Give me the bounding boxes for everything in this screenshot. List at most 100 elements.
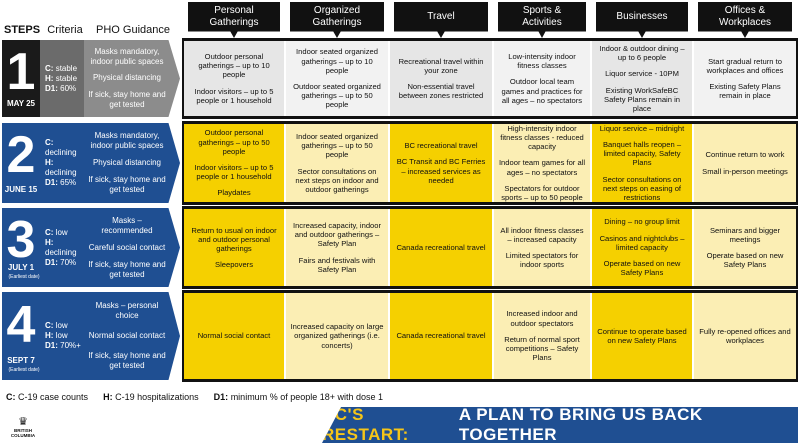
criteria-value: declining [45,148,77,157]
pho-guidance-item: If sick, stay home and get tested [88,259,166,279]
criteria-line: H: declining [45,158,84,178]
criteria-key: C: [45,63,54,73]
rule-item: Non-essential travel between zones restr… [398,82,484,101]
rule-item: Outdoor seated organized gatherings – up… [293,82,381,110]
rule-item: Start gradual return to workplaces and o… [706,56,784,75]
rule-item: Increased capacity, indoor and outdoor g… [292,220,382,249]
pho-guidance-item: If sick, stay home and get tested [88,351,166,370]
step-number: 2 [6,126,36,185]
step-row-frame [182,38,798,119]
rule-item: Outdoor personal gatherings – up to 50 p… [198,128,270,156]
rule-item: Operate based on new Safety Plans [603,259,681,278]
criteria-line: C: low [45,228,84,238]
pho-guidance-item: Masks – recommended [101,215,153,235]
pho-guidance-item: Physical distancing [92,157,162,167]
step-number: 1 [6,43,36,102]
rule-item: Canada recreational travel [396,331,486,341]
rule-cell: BC recreational travel BC Transit and BC … [390,124,492,202]
category-header: Organized Gatherings [290,2,384,38]
rule-item: Small in-person meetings [702,166,788,176]
criteria-value: low [55,227,68,237]
rule-cell: Return to usual on indoor and outdoor pe… [184,209,284,286]
step-date: SEPT 7 [7,356,35,365]
step-number: 4 [6,296,36,355]
rule-cell: Indoor seated organized gatherings – up … [286,124,388,202]
criteria-key: D1: [45,178,58,187]
rule-item: Indoor visitors – up to 5 people or 1 ho… [194,163,274,182]
category-header: Businesses [596,2,688,38]
rule-cell: All indoor fitness classes – increased c… [494,209,590,286]
logo-text: BRITISH COLUMBIA [10,428,36,438]
rule-cell: High-intensity indoor fitness classes - … [494,124,590,202]
banner-text: A PLAN TO BRING US BACK TOGETHER [458,405,703,444]
criteria-line: C: stable [45,64,84,74]
criteria-value: 60% [60,83,77,93]
legend-h-key: H: [103,392,113,402]
criteria-line: H: stable [45,74,84,84]
restart-banner: BC'S RESTART: A PLAN TO BRING US BACK TO… [322,407,798,443]
category-header: Travel [394,2,488,38]
step-date: MAY 25 [6,99,36,108]
rule-item: Indoor seated organized gatherings – up … [296,131,378,160]
criteria-value: 70%+ [60,341,81,350]
rule-item: Indoor seated organized gatherings – up … [296,47,378,75]
rule-item: Sector consultations on next steps on ea… [602,174,682,203]
rule-cell: Indoor seated organized gatherings – up … [286,41,388,116]
step-row-frame [182,206,798,289]
pho-guidance-item: If sick, stay home and get tested [88,89,166,109]
step-date-note: (Earliest date) [8,274,40,280]
criteria-line: H: low [45,331,84,341]
legend: C: C-19 case counts H: C-19 hospitalizat… [6,392,383,402]
criteria-key: H: [45,237,54,247]
rule-item: Canada recreational travel [396,242,486,252]
rule-item: Return to usual on indoor and outdoor pe… [191,225,277,253]
rule-item: Fairs and festivals with Safety Plan [298,255,376,274]
pho-guidance-item: Physical distancing [92,73,162,83]
criteria-line: H: declining [45,238,84,258]
rule-item: BC Transit and BC Ferries – increased se… [396,157,486,185]
rule-cell: Outdoor personal gatherings – up to 50 p… [184,124,284,202]
pho-guidance-item: Careful social contact [88,242,166,252]
criteria-key: C: [45,321,54,330]
rule-cell: Continue to operate based on new Safety … [592,293,692,379]
step-row-frame [182,290,798,382]
rule-cell: Start gradual return to workplaces and o… [694,41,796,116]
legend-h-text: C-19 hospitalizations [115,392,199,402]
criteria-value: 65% [60,178,77,187]
banner-accent: BC'S RESTART: [322,405,409,444]
legend-d1-text: minimum % of people 18+ with dose 1 [230,392,384,402]
rule-item: Fully re-opened offices and workplaces [699,326,791,345]
rule-cell: Indoor & outdoor dining – up to 6 people… [592,41,692,116]
criteria-line: D1: 60% [45,84,84,94]
criteria-line: D1: 70%+ [45,341,84,351]
rule-cell: Outdoor personal gatherings – up to 10 p… [184,41,284,116]
rule-item: High-intensity indoor fitness classes - … [500,123,584,152]
criteria-heading: Criteria [47,24,83,36]
rule-cell: Canada recreational travel [390,209,492,286]
legend-c-key: C: [6,392,16,402]
criteria-line: C: low [45,321,84,331]
crown-logo-icon: ♛ [18,416,28,428]
criteria-key: H: [45,331,54,340]
criteria-value: 70% [60,257,77,267]
rule-item: Playdates [217,188,251,198]
rule-cell: Fully re-opened offices and workplaces [694,293,796,379]
rule-item: Banquet halls reopen – limited capacity,… [602,140,682,168]
criteria-key: H: [45,73,54,83]
rule-item: BC recreational travel [404,141,478,151]
criteria-key: D1: [45,341,58,350]
criteria-value: stable [55,73,78,83]
criteria-value: declining [45,247,77,257]
rule-item: All indoor fitness classes – increased c… [500,225,584,244]
criteria-key: H: [45,158,54,167]
pho-guidance-heading: PHO Guidance [96,24,170,36]
rule-item: Spectators for outdoor sports – up to 50… [501,183,583,203]
